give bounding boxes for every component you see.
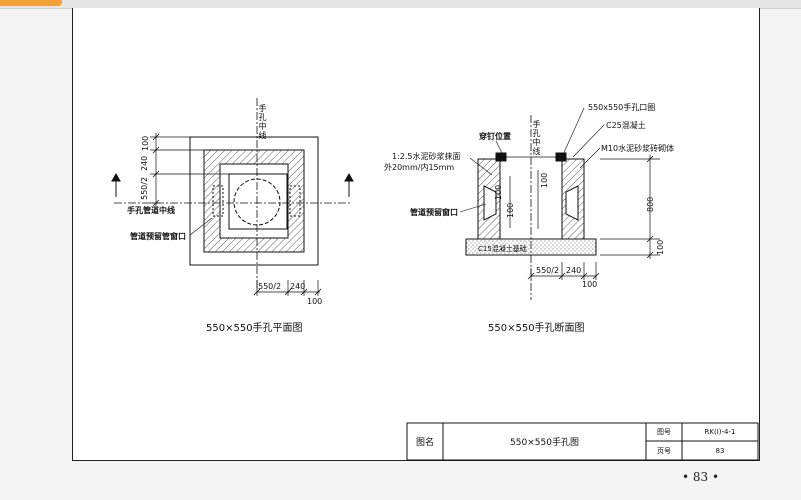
- section-dim-100-bottom: 100: [582, 280, 598, 289]
- tb-page-value: 83: [715, 446, 725, 455]
- section-window-label: 管道预留窗口: [410, 208, 458, 217]
- tb-page-label: 页号: [657, 446, 671, 455]
- page-number: • 83 •: [682, 470, 720, 484]
- section-base-label: C15混凝土基础: [478, 245, 527, 253]
- section-nail-label: 穿钉位置: [479, 132, 511, 141]
- title-block-frame: [406, 422, 759, 461]
- plan-dim-half: 550/2: [140, 176, 149, 200]
- section-dim-800: 800: [646, 196, 655, 212]
- tb-drawing-no-value: RK(I)-4-1: [704, 428, 736, 436]
- section-dim-100-b: 100: [494, 184, 503, 200]
- section-mortar-label-2: 外20mm/内15mm: [384, 163, 455, 172]
- plan-dim-bottom-240: 240: [290, 282, 306, 291]
- section-dim-100-right: 100: [656, 239, 665, 255]
- tb-name-value: 550×550手孔图: [510, 438, 579, 448]
- plan-window-label: 管道预留管窗口: [130, 232, 186, 241]
- section-mouth-label: 550x550手孔口圈: [588, 103, 656, 112]
- section-dim-half: 550/2: [536, 266, 560, 275]
- section-mortar-label-1: 1:2.5水泥砂浆抹面: [392, 152, 461, 161]
- drawing-sheet: [72, 8, 760, 461]
- plan-dim-bottom-half: 550/2: [258, 282, 282, 291]
- tb-drawing-no-label: 图号: [657, 428, 671, 436]
- active-tab[interactable]: [0, 0, 62, 6]
- section-dim-100-c: 100: [506, 202, 515, 218]
- plan-center-label: 手孔中线: [258, 104, 267, 140]
- section-view: [459, 107, 660, 300]
- section-center-label: 手孔中线: [532, 120, 541, 156]
- section-masonry-label: M10水泥砂浆砖砌体: [601, 144, 675, 153]
- plan-pipe-center-label: 手孔管道中线: [127, 206, 175, 215]
- plan-dim-240: 240: [140, 155, 149, 171]
- section-dim-100-a: 100: [540, 172, 549, 188]
- plan-title: 550×550手孔平面图: [206, 323, 303, 334]
- section-dim-240: 240: [566, 266, 582, 275]
- section-concrete-label: C25混凝土: [606, 121, 646, 130]
- plan-dim-top: 100: [141, 135, 150, 151]
- plan-view: [111, 98, 354, 296]
- section-title: 550×550手孔断面图: [488, 323, 585, 334]
- plan-dim-bottom-100: 100: [307, 297, 323, 306]
- tb-name-label: 图名: [415, 438, 434, 448]
